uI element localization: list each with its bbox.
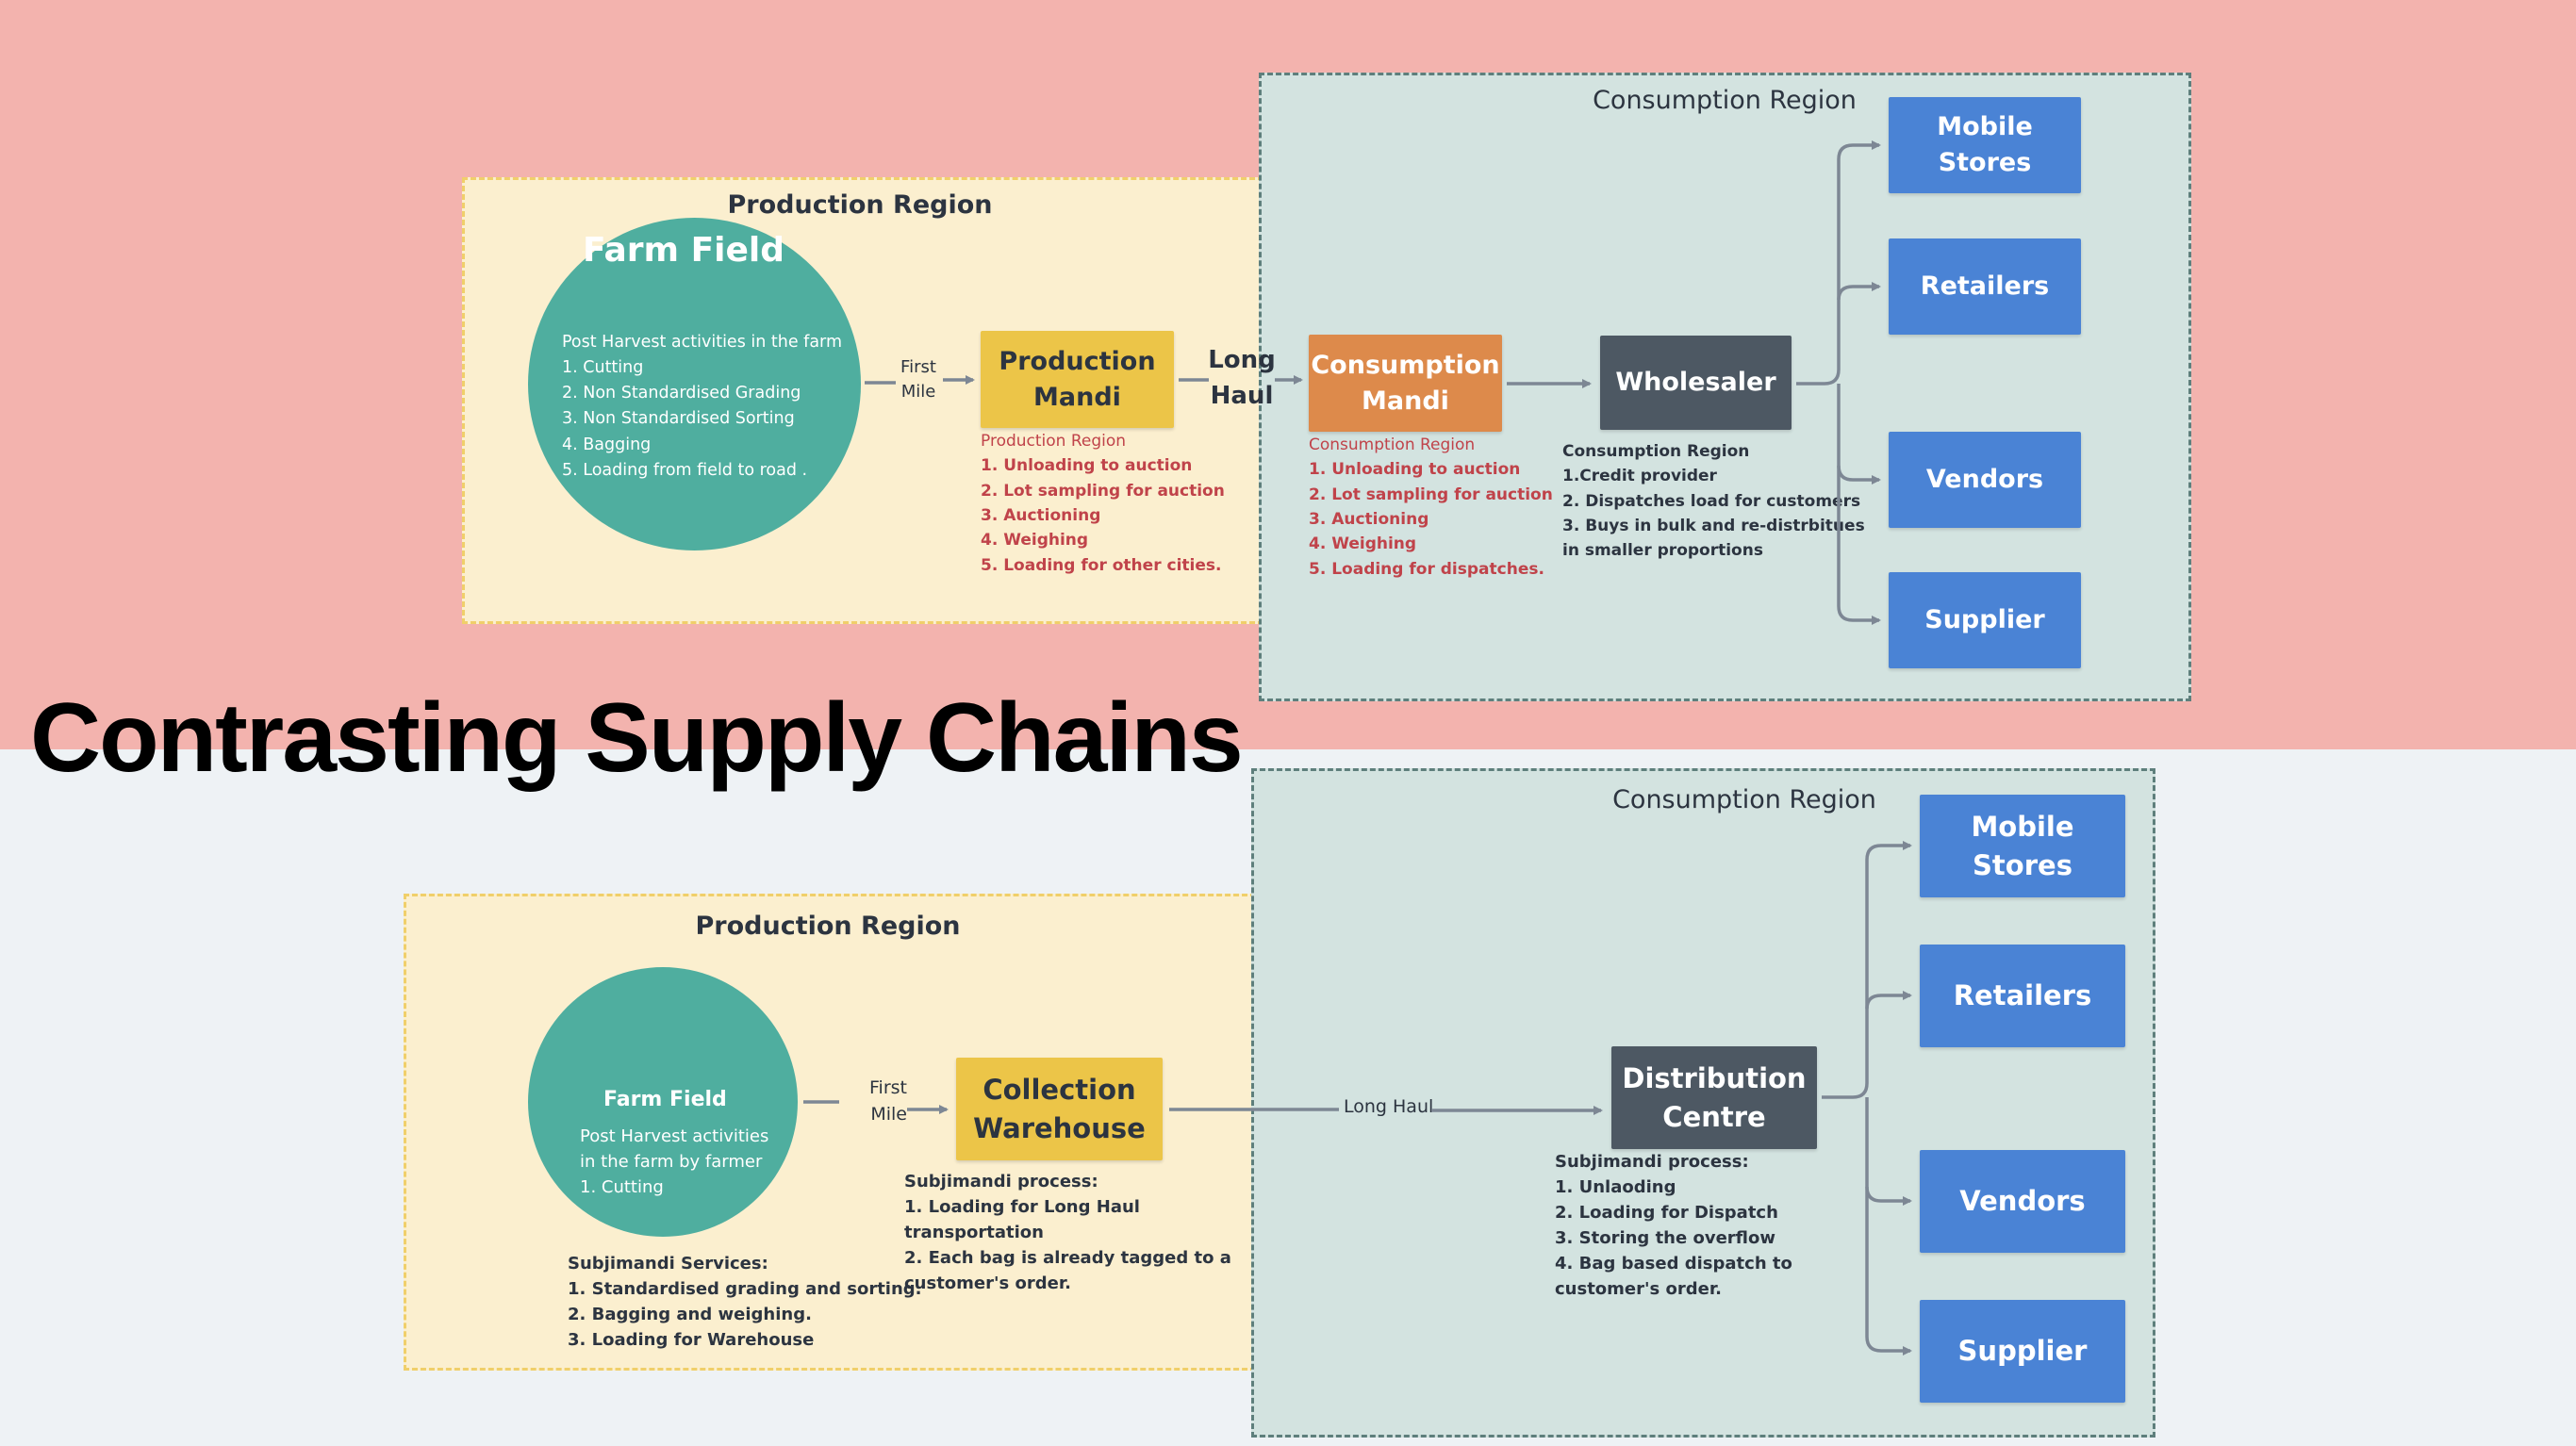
production-mandi-box: Production Mandi (981, 331, 1174, 428)
subjimandi-service: 2. Bagging and weighing. (568, 1305, 812, 1324)
subjimandi-services-heading: Subjimandi Services: (568, 1254, 768, 1273)
wholesaler-notes-heading: Consumption Region (1562, 442, 1750, 461)
consumption-mandi-note: 2. Lot sampling for auction (1309, 485, 1553, 504)
distribution-centre-label-line: Centre (1662, 1100, 1766, 1133)
distribution-centre-box: Distribution Centre (1611, 1046, 1817, 1149)
consumption-mandi-note: 3. Auctioning (1309, 510, 1429, 530)
bottom-first-mile-line: First (869, 1077, 907, 1098)
collection-warehouse-note: 2. Each bag is already tagged to a (904, 1248, 1231, 1268)
top-retailers-box: Retailers (1889, 238, 2081, 335)
bottom-consumption-region-title: Consumption Region (1612, 785, 1876, 814)
bottom-vendors-box: Vendors (1920, 1150, 2125, 1253)
collection-warehouse-box: Collection Warehouse (956, 1058, 1163, 1160)
consumption-mandi-label-line: Consumption (1311, 350, 1500, 380)
bottom-farm-activity-line: in the farm by farmer (580, 1152, 763, 1172)
distribution-centre-note: 4. Bag based dispatch to (1555, 1254, 1792, 1273)
distribution-centre-notes: Subjimandi process: 1. Unlaoding 2. Load… (1555, 1149, 1792, 1302)
distribution-centre-note: 2. Loading for Dispatch (1555, 1203, 1778, 1223)
top-first-mile-line: First (900, 357, 936, 377)
bottom-first-mile-line: Mile (870, 1103, 907, 1125)
production-mandi-note: 1. Unloading to auction (981, 456, 1193, 476)
top-mobile-stores-line: Stores (1938, 148, 2032, 177)
page-title: Contrasting Supply Chains (30, 683, 1244, 793)
top-farm-activities: Post Harvest activities in the farm 1. C… (562, 330, 842, 484)
top-farm-activity: 1. Cutting (562, 358, 644, 378)
consumption-mandi-note: 5. Loading for dispatches. (1309, 559, 1544, 579)
wholesaler-box: Wholesaler (1600, 336, 1792, 430)
bottom-retailers-box: Retailers (1920, 945, 2125, 1047)
wholesaler-note: 2. Dispatches load for customers (1562, 491, 1861, 511)
collection-warehouse-notes: Subjimandi process: 1. Loading for Long … (904, 1169, 1231, 1296)
top-mobile-stores-line: Mobile (1937, 112, 2033, 142)
subjimandi-services-notes: Subjimandi Services: 1. Standardised gra… (568, 1251, 922, 1353)
bottom-farm-field-title: Farm Field (603, 1088, 727, 1111)
subjimandi-service: 3. Loading for Warehouse (568, 1330, 815, 1350)
top-farm-activity: 5. Loading from field to road . (562, 460, 808, 480)
top-farm-field-title: Farm Field (583, 231, 785, 270)
top-production-region-title: Production Region (727, 190, 993, 220)
top-farm-activity: 2. Non Standardised Grading (562, 384, 801, 403)
production-mandi-note: 4. Weighing (981, 531, 1089, 550)
consumption-mandi-note: 4. Weighing (1309, 534, 1417, 554)
bottom-farm-field-circle (528, 967, 798, 1237)
bottom-farm-activity-line: 1. Cutting (580, 1177, 664, 1197)
bottom-production-region-title: Production Region (695, 912, 961, 941)
collection-warehouse-note: customer's order. (904, 1273, 1071, 1293)
subjimandi-service: 1. Standardised grading and sorting. (568, 1279, 922, 1299)
top-first-mile-label: First Mile (888, 355, 949, 404)
top-mobile-stores-box: Mobile Stores (1889, 97, 2081, 193)
bottom-long-haul-label: Long Haul (1342, 1096, 1436, 1117)
top-farm-field-circle (528, 218, 861, 550)
production-mandi-label-line: Mandi (1033, 382, 1121, 412)
top-first-mile-line: Mile (900, 382, 936, 403)
distribution-centre-note: 3. Storing the overflow (1555, 1228, 1775, 1248)
bottom-farm-activities: Post Harvest activities in the farm by f… (580, 1124, 768, 1200)
top-long-haul-line: Haul (1210, 381, 1274, 410)
bottom-mobile-stores-line: Mobile (1971, 810, 2074, 843)
consumption-mandi-label-line: Mandi (1362, 386, 1449, 416)
consumption-mandi-notes-heading: Consumption Region (1309, 435, 1476, 454)
top-vendors-box: Vendors (1889, 432, 2081, 528)
distribution-centre-note: 1. Unlaoding (1555, 1177, 1676, 1197)
production-mandi-label-line: Production (999, 346, 1156, 376)
top-consumption-region-title: Consumption Region (1593, 86, 1857, 115)
bottom-mobile-stores-box: Mobile Stores (1920, 795, 2125, 897)
wholesaler-note: 3. Buys in bulk and re-distrbitues (1562, 517, 1865, 536)
top-farm-activity: 4. Bagging (562, 435, 652, 454)
consumption-mandi-box: Consumption Mandi (1309, 335, 1502, 432)
production-mandi-note: 5. Loading for other cities. (981, 555, 1222, 575)
consumption-mandi-note: 1. Unloading to auction (1309, 460, 1521, 480)
wholesaler-note: in smaller proportions (1562, 541, 1763, 561)
top-farm-activity: 3. Non Standardised Sorting (562, 409, 795, 429)
production-mandi-notes-heading: Production Region (981, 432, 1127, 451)
production-mandi-note: 3. Auctioning (981, 506, 1101, 526)
collection-warehouse-note: 1. Loading for Long Haul (904, 1197, 1140, 1217)
top-long-haul-line: Long (1208, 346, 1276, 374)
collection-warehouse-label-line: Collection (983, 1073, 1136, 1106)
production-mandi-note: 2. Lot sampling for auction (981, 481, 1225, 501)
distribution-centre-notes-heading: Subjimandi process: (1555, 1152, 1749, 1172)
bottom-mobile-stores-line: Stores (1973, 848, 2072, 881)
bottom-supplier-box: Supplier (1920, 1300, 2125, 1403)
bottom-farm-activity-line: Post Harvest activities (580, 1126, 769, 1146)
top-supplier-box: Supplier (1889, 572, 2081, 668)
wholesaler-note: 1.Credit provider (1562, 467, 1717, 486)
wholesaler-notes: Consumption Region 1.Credit provider 2. … (1562, 439, 1865, 564)
collection-warehouse-note: transportation (904, 1223, 1044, 1242)
collection-warehouse-label-line: Warehouse (973, 1111, 1146, 1144)
distribution-centre-note: customer's order. (1555, 1279, 1722, 1299)
collection-warehouse-notes-heading: Subjimandi process: (904, 1172, 1098, 1191)
distribution-centre-label-line: Distribution (1622, 1061, 1807, 1094)
bottom-first-mile-label: First Mile (847, 1076, 907, 1127)
top-farm-activities-heading: Post Harvest activities in the farm (562, 333, 842, 352)
top-long-haul-label: Long Haul (1205, 343, 1279, 414)
production-mandi-notes: Production Region 1. Unloading to auctio… (981, 429, 1225, 578)
consumption-mandi-notes: Consumption Region 1. Unloading to aucti… (1309, 433, 1553, 582)
